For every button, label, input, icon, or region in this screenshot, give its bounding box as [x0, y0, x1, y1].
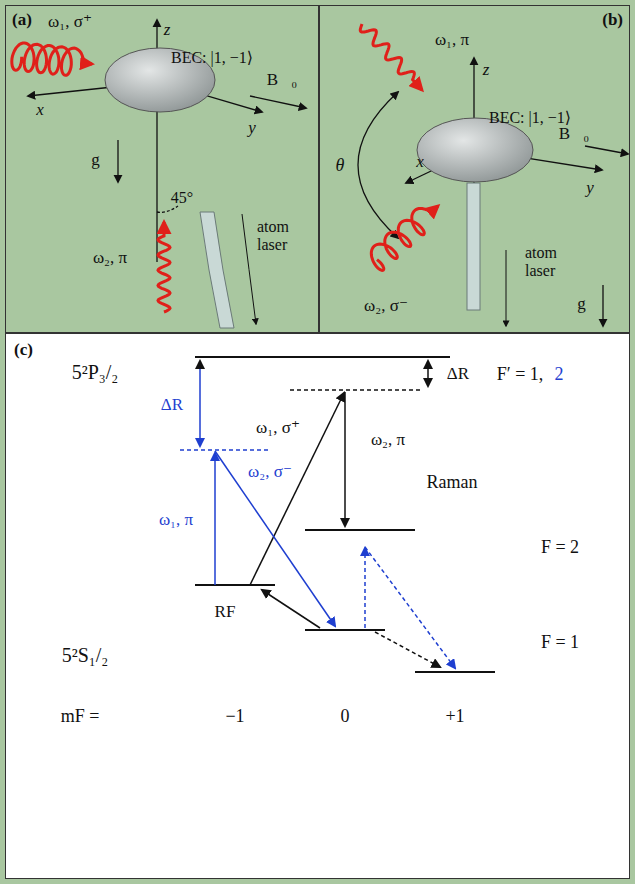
diagram-label: x	[36, 100, 44, 120]
diagram-label: z	[483, 60, 490, 80]
diagram-label: Raman	[427, 472, 478, 493]
diagram-label: F = 1	[541, 632, 579, 653]
figure-panel: (c)	[5, 333, 630, 879]
diagram-label: ω₂, σ⁻	[248, 462, 292, 482]
diagram-label: y	[248, 118, 256, 138]
diagram-label: g⃗	[577, 294, 599, 314]
light-beam	[158, 222, 170, 312]
diagram-label: BEC: |1, −1⟩	[489, 109, 571, 127]
diagram-label: RF	[215, 602, 236, 622]
panel-letter: (c)	[14, 340, 33, 360]
diagram-label: ω₁, π	[159, 510, 193, 530]
diagram-label: 0	[341, 706, 350, 727]
light-beam	[12, 43, 92, 75]
diagram-label: y	[586, 178, 594, 198]
panel-letter: (a)	[12, 10, 32, 30]
light-beam	[371, 206, 438, 270]
figure-panel: (a)	[5, 5, 319, 333]
diagram-label: F′ = 1,	[497, 364, 544, 385]
diagram-label: 5²P₃/₂	[72, 361, 119, 384]
diagram-label: g⃗	[91, 150, 113, 170]
diagram-label: mF =	[61, 706, 100, 727]
diagram-label: ω₂, π	[371, 430, 405, 450]
light-beam	[360, 24, 422, 90]
diagram-label: z	[164, 20, 171, 40]
diagram-label: atom laser	[525, 244, 575, 281]
diagram-label: ω₂, σ⁻	[364, 296, 408, 316]
diagram-label: B⃗₀	[267, 70, 298, 90]
diagram-label: +1	[445, 706, 464, 727]
diagram-label: BEC: |1, −1⟩	[171, 49, 253, 67]
diagram-label: ΔR	[161, 395, 183, 415]
diagram-label: ω₁, σ⁺	[256, 418, 300, 438]
diagram-label: θ	[336, 155, 345, 176]
diagram-label: 45°	[171, 189, 193, 207]
panel-letter: (b)	[602, 10, 623, 30]
diagram-label: B⃗₀	[559, 124, 590, 144]
diagram-label: 2	[555, 364, 564, 385]
figure-panel: (b)	[319, 5, 630, 333]
diagram-label: ω₁, π	[435, 30, 469, 50]
diagram-label: ω₁, σ⁺	[48, 12, 92, 32]
diagram-label: x	[416, 152, 424, 172]
diagram-label: 5²S₁/₂	[62, 644, 109, 667]
diagram-label: ΔR	[447, 364, 469, 384]
diagram-label: F = 2	[541, 537, 579, 558]
diagram-label: atom laser	[257, 218, 307, 255]
diagram-label: −1	[225, 706, 244, 727]
diagram-label: ω₂, π	[93, 248, 127, 268]
